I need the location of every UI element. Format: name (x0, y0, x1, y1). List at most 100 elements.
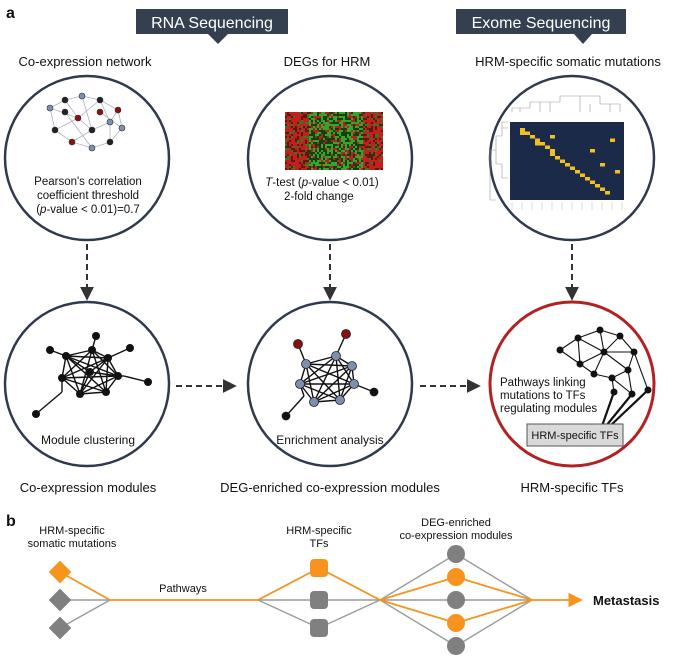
heatmap-cell (365, 116, 367, 118)
heatmap-cell (333, 132, 335, 134)
heatmap-cell (367, 140, 369, 142)
coexpression-network-nodes (46, 92, 126, 152)
heatmap-cell (371, 130, 373, 132)
heatmap-cell (347, 148, 349, 150)
heatmap-cell (359, 114, 361, 116)
heatmap-cell (325, 164, 327, 166)
heatmap-cell (339, 148, 341, 150)
heatmap-cell (299, 114, 301, 116)
heatmap-cell (315, 112, 317, 114)
heatmap-cell (317, 146, 319, 148)
heatmap-cell (371, 166, 373, 168)
heatmap-cell (335, 150, 337, 152)
heatmap-cell (327, 148, 329, 150)
heatmap-cell (291, 168, 293, 170)
heatmap-cell (331, 146, 333, 148)
heatmap-cell (313, 150, 315, 152)
heatmap-cell (361, 140, 363, 142)
heatmap-cell (285, 120, 287, 122)
pathways-linking-line-2: mutations to TFs (500, 390, 586, 402)
heatmap-cell (293, 164, 295, 166)
heatmap-cell (365, 158, 367, 160)
heatmap-cell (311, 114, 313, 116)
heatmap-cell (339, 114, 341, 116)
heatmap-cell (331, 136, 333, 138)
heatmap-cell (355, 150, 357, 152)
heatmap-cell (371, 162, 373, 164)
heatmap-cell (357, 128, 359, 130)
heatmap-cell (293, 136, 295, 138)
heatmap-cell (363, 152, 365, 154)
heatmap-cell (319, 160, 321, 162)
heatmap-cell (343, 124, 345, 126)
heatmap-cell (295, 120, 297, 122)
heatmap-cell (299, 142, 301, 144)
heatmap-cell (351, 152, 353, 154)
heatmap-cell (373, 114, 375, 116)
heatmap-cell (341, 130, 343, 132)
heatmap-cell (367, 126, 369, 128)
pearson-line-1: Pearson's correlation (34, 176, 142, 188)
heatmap-cell (285, 150, 287, 152)
heatmap-cell (297, 162, 299, 164)
heatmap-cell (339, 112, 341, 114)
heatmap-cell (287, 156, 289, 158)
heatmap-cell (359, 152, 361, 154)
heatmap-cell (335, 162, 337, 164)
heatmap-cell (341, 132, 343, 134)
heatmap-cell (293, 118, 295, 120)
heatmap-cell (319, 126, 321, 128)
heatmap-cell (349, 138, 351, 140)
heatmap-cell (323, 112, 325, 114)
heatmap-cell (379, 156, 381, 158)
heatmap-cell (309, 118, 311, 120)
heatmap-cell (381, 136, 383, 138)
somatic-mutation-heatmap (489, 95, 624, 210)
heatmap-cell (295, 154, 297, 156)
heatmap-cell (339, 118, 341, 120)
heatmap-cell (315, 118, 317, 120)
heatmap-cell (297, 166, 299, 168)
heatmap-cell (325, 116, 327, 118)
heatmap-cell (367, 124, 369, 126)
heatmap-cell (301, 138, 303, 140)
heatmap-cell (305, 150, 307, 152)
heatmap-cell (337, 118, 339, 120)
heatmap-cell (361, 162, 363, 164)
heatmap-cell (375, 118, 377, 120)
heatmap-cell (367, 168, 369, 170)
heatmap-cell (341, 144, 343, 146)
heatmap-cell (303, 112, 305, 114)
heatmap-cell (323, 154, 325, 156)
heatmap-cell (313, 156, 315, 158)
mutation-mark (545, 145, 550, 149)
heatmap-cell (329, 148, 331, 150)
heatmap-cell (371, 140, 373, 142)
heatmap-cell (307, 126, 309, 128)
heatmap-cell (355, 120, 357, 122)
heatmap-cell (365, 142, 367, 144)
heatmap-cell (307, 124, 309, 126)
coexpression-modules-title: Co-expression modules (20, 480, 157, 495)
heatmap-cell (315, 132, 317, 134)
heatmap-cell (363, 166, 365, 168)
heatmap-cell (307, 114, 309, 116)
heatmap-cell (377, 144, 379, 146)
heatmap-cell (381, 154, 383, 156)
heatmap-cell (319, 122, 321, 124)
heatmap-cell (335, 118, 337, 120)
heatmap-cell (289, 128, 291, 130)
heatmap-cell (381, 138, 383, 140)
heatmap-cell (331, 122, 333, 124)
heatmap-cell (343, 118, 345, 120)
heatmap-cell (363, 162, 365, 164)
heatmap-cell (331, 168, 333, 170)
heatmap-cell (311, 132, 313, 134)
heatmap-cell (377, 134, 379, 136)
heatmap-cell (285, 138, 287, 140)
heatmap-cell (351, 114, 353, 116)
heatmap-cell (345, 158, 347, 160)
heatmap-cell (309, 132, 311, 134)
heatmap-cell (335, 132, 337, 134)
heatmap-cell (345, 144, 347, 146)
